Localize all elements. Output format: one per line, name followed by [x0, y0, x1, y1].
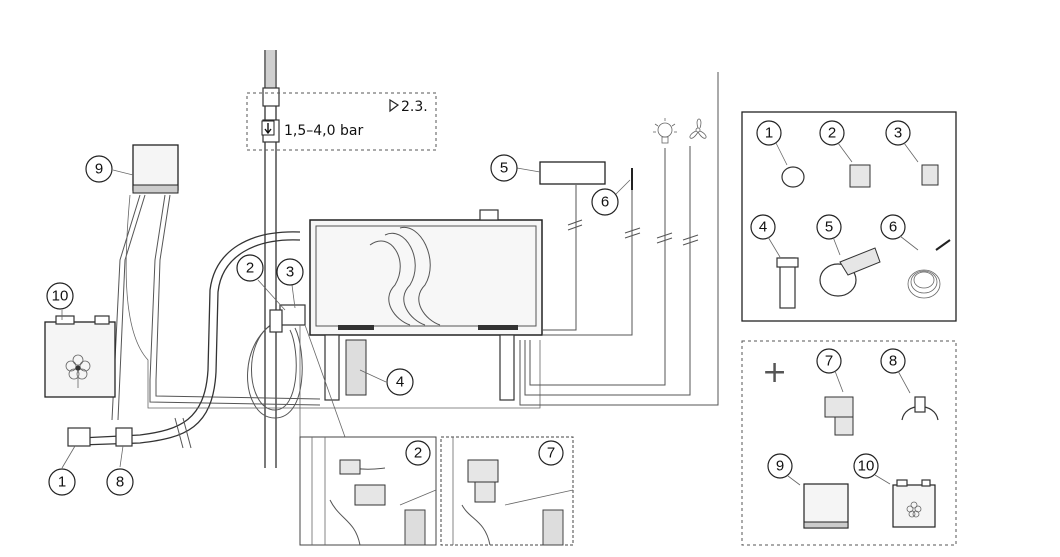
svg-text:10: 10: [52, 288, 69, 305]
callout-3: 3: [276, 258, 304, 286]
pressure-label: 1,5–4,0 bar: [284, 123, 363, 139]
kit-item-2: 2: [819, 120, 871, 188]
flower-icon: [906, 501, 922, 518]
detail-box-right: 7: [440, 436, 574, 546]
plus-sign: +: [762, 355, 787, 390]
svg-text:7: 7: [547, 445, 555, 462]
svg-text:1: 1: [765, 125, 773, 142]
svg-text:1: 1: [58, 474, 66, 491]
kit-parts-panel: 1 2 3 4 5 6: [741, 111, 957, 322]
svg-text:9: 9: [95, 161, 103, 178]
opt-item-7: 7: [816, 348, 854, 436]
svg-text:9: 9: [776, 458, 784, 475]
svg-text:3: 3: [286, 264, 294, 281]
optional-parts-panel: + 7 8 9 10: [741, 340, 957, 546]
opt-item-9: 9: [767, 453, 849, 529]
triangle-ref-icon: [389, 98, 400, 113]
svg-text:8: 8: [116, 474, 124, 491]
svg-text:4: 4: [759, 219, 767, 236]
reference-label: 2.3.: [401, 99, 428, 115]
opt-item-10: 10: [853, 453, 936, 528]
lamp-icon: [653, 118, 677, 144]
svg-text:6: 6: [601, 194, 609, 211]
flower-icon: [65, 354, 91, 388]
detail-box-left: 2: [299, 436, 437, 546]
callout-1: 1: [48, 468, 76, 496]
callout-9: 9: [85, 155, 113, 183]
drain-hose: [67, 231, 301, 449]
control-cables: [519, 72, 719, 406]
scent-canister: [44, 315, 116, 398]
steam-generator: [309, 209, 543, 401]
kit-item-6: 6: [880, 214, 951, 299]
svg-text:6: 6: [889, 219, 897, 236]
svg-text:4: 4: [396, 374, 404, 391]
water-supply-pipe: [262, 50, 280, 468]
svg-text:10: 10: [858, 458, 875, 475]
svg-text:3: 3: [894, 125, 902, 142]
callout-4: 4: [386, 368, 414, 396]
callout-2: 2: [236, 254, 264, 282]
svg-text:2: 2: [414, 445, 422, 462]
opt-item-8: 8: [880, 348, 939, 421]
svg-text:5: 5: [500, 160, 508, 177]
callout-5: 5: [490, 154, 518, 182]
control-panel: [539, 161, 606, 185]
svg-text:2: 2: [828, 125, 836, 142]
fan-icon: [689, 118, 707, 139]
callout-10: 10: [46, 282, 74, 310]
kit-item-3: 3: [885, 120, 939, 186]
pressure-note-box: 2.3. 1,5–4,0 bar: [246, 92, 437, 151]
svg-text:7: 7: [825, 353, 833, 370]
callout-8: 8: [106, 468, 134, 496]
svg-text:2: 2: [246, 260, 254, 277]
svg-text:5: 5: [825, 219, 833, 236]
kit-item-4: 4: [750, 214, 799, 309]
callout-6: 6: [591, 188, 619, 216]
kit-item-5: 5: [816, 214, 881, 297]
kit-item-1: 1: [756, 120, 805, 188]
svg-text:8: 8: [889, 353, 897, 370]
